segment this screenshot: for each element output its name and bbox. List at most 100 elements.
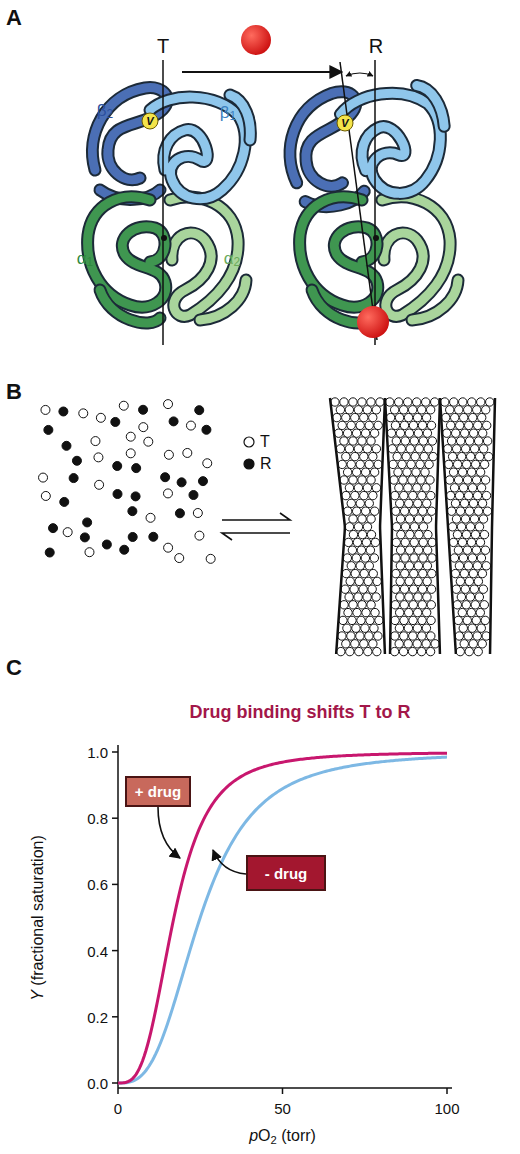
subunit-tube [417, 82, 445, 130]
polymerized-molecule [424, 530, 432, 538]
polymerized-molecule [371, 608, 379, 616]
polymerized-molecule [465, 577, 473, 585]
hemoglobin-molecule [139, 423, 148, 432]
polymerized-molecule [369, 491, 377, 499]
polymerized-molecule [423, 546, 431, 554]
polymerized-molecule [422, 640, 430, 648]
polymerized-molecule [421, 468, 429, 476]
polymerized-molecule [473, 562, 481, 570]
polymerized-molecule [404, 624, 412, 632]
polymerized-molecule [347, 421, 355, 429]
fiber-edge [436, 398, 440, 654]
polymerized-molecule [342, 640, 350, 648]
hemoglobin-molecule [79, 409, 88, 418]
polymerized-molecule [446, 406, 454, 414]
hemoglobin-molecule [202, 425, 211, 434]
polymerized-molecule [391, 616, 399, 624]
axis-dot [161, 235, 167, 241]
polymerized-molecule [431, 640, 439, 648]
y-tick [112, 1082, 118, 1084]
polymerized-molecule [452, 515, 460, 523]
polymerized-molecule [387, 429, 395, 437]
polymerized-molecule [476, 468, 484, 476]
polymerized-molecule [349, 515, 357, 523]
hemoglobin-molecule [132, 464, 141, 473]
polymerized-molecule [420, 452, 428, 460]
polymerized-molecule [395, 640, 403, 648]
polymerized-molecule [414, 499, 422, 507]
subunit-tube [200, 280, 246, 320]
polymerized-molecule [394, 468, 402, 476]
axis-title: pO2 (torr) [249, 1128, 316, 1144]
fiber [440, 398, 495, 656]
polymerized-molecule [428, 437, 436, 445]
subunit-tube [170, 197, 238, 316]
alpha-beta-subunits [280, 82, 458, 323]
polymerized-molecule [371, 538, 379, 546]
polymerized-molecule [359, 585, 367, 593]
polymerized-molecule [475, 593, 483, 601]
polymerized-molecule [422, 608, 430, 616]
polymerized-molecule [351, 491, 359, 499]
hemoglobin-molecule [128, 507, 137, 516]
polymerized-molecule [481, 476, 489, 484]
polymerized-molecule [422, 624, 430, 632]
hemoglobin-molecule [39, 473, 48, 482]
callout-box: - drug [246, 855, 326, 891]
hemoglobin-molecule [164, 543, 173, 552]
polymerized-molecule [353, 538, 361, 546]
polymerized-molecule [351, 413, 359, 421]
polymerized-molecule [456, 437, 464, 445]
polymerized-molecule [400, 616, 408, 624]
curve-with-drug [118, 753, 447, 1083]
subunit-outline [170, 197, 238, 316]
polymerized-molecule [342, 413, 350, 421]
polymerized-molecule [367, 601, 375, 609]
polymerized-molecule [367, 437, 375, 445]
polymerized-molecule [459, 554, 467, 562]
polymerized-molecule [397, 445, 405, 453]
hemoglobin-molecule [41, 491, 50, 500]
polymerized-molecule [391, 601, 399, 609]
fiber-edge [385, 398, 392, 654]
polymerized-molecule [415, 530, 423, 538]
polymerized-molecule [344, 608, 352, 616]
polymerized-molecule [392, 437, 400, 445]
polymerized-molecule [358, 515, 366, 523]
polymerized-molecule [367, 476, 375, 484]
polymerized-molecule [477, 398, 485, 406]
hemoglobin-molecule [175, 509, 184, 518]
polymerized-molecule [347, 499, 355, 507]
polymerized-molecule [413, 608, 421, 616]
y-tick [112, 950, 118, 952]
polymerized-molecule [395, 608, 403, 616]
tick-label: 50 [274, 1101, 291, 1116]
polymerized-molecule [368, 585, 376, 593]
polymerized-molecule [346, 577, 354, 585]
hemoglobin-molecule [193, 509, 202, 518]
polymerized-molecule [478, 413, 486, 421]
equilibrium-reverse [222, 533, 290, 540]
polymerized-molecule [363, 593, 371, 601]
polymerized-molecule [468, 554, 476, 562]
polymerized-molecule [429, 452, 437, 460]
hemoglobin-molecule [149, 532, 158, 541]
polymerized-molecule [451, 413, 459, 421]
polymerized-molecule [414, 546, 422, 554]
polymerized-molecule [464, 491, 472, 499]
polymerized-molecule [404, 484, 412, 492]
polymerized-molecule [372, 445, 380, 453]
tick-label: 0.6 [87, 877, 108, 892]
polymerized-molecule [472, 476, 480, 484]
polymerized-molecule [336, 406, 344, 414]
hemoglobin-molecule [195, 406, 204, 415]
polymerized-molecule [349, 476, 357, 484]
fiber [385, 398, 440, 656]
hemoglobin-molecule [69, 474, 78, 483]
tick-label: 0.2 [87, 1009, 108, 1024]
hemoglobin-molecule [175, 554, 184, 563]
polymerized-molecule [414, 429, 422, 437]
polymerized-molecule [396, 515, 404, 523]
polymerized-molecule [417, 406, 425, 414]
